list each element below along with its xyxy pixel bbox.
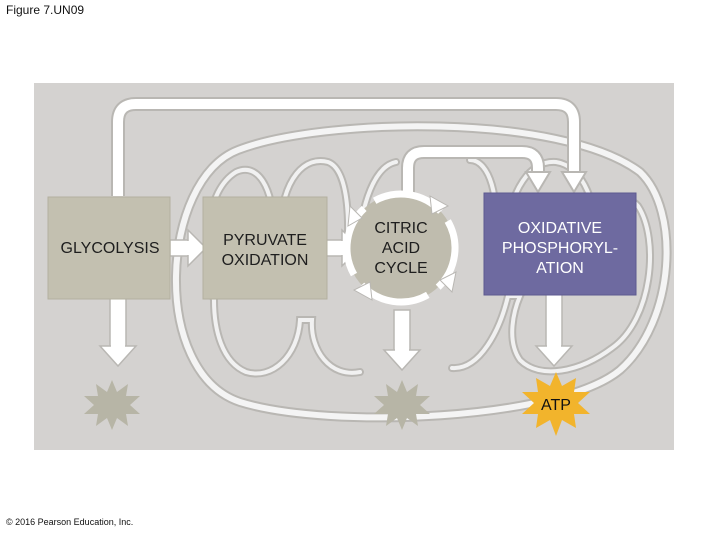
pyruvate-oxidation-box <box>202 196 328 300</box>
citric-acid-cycle <box>343 190 459 306</box>
electron-carrier-arrow-top <box>111 97 588 196</box>
oxidative-phosphorylation-label-line2: PHOSPHORYL- <box>502 240 618 257</box>
citric-acid-cycle-label-line3: CYCLE <box>374 260 427 277</box>
copyright-notice: © 2016 Pearson Education, Inc. <box>6 517 134 527</box>
pyruvate-oxidation-label-line1: PYRUVATE <box>223 232 307 249</box>
atp-burst <box>522 372 590 436</box>
glycolysis-box <box>47 196 171 300</box>
oxidative-phosphorylation-box <box>483 192 637 296</box>
electron-carrier-arrow-cycle <box>401 145 552 196</box>
citric-cycle-product-burst <box>374 380 430 430</box>
pyruvate-oxidation-label-line2: OXIDATION <box>222 252 309 269</box>
oxidative-phosphorylation-label-line3: ATION <box>536 260 584 277</box>
atp-label: ATP <box>541 397 571 414</box>
citric-cycle-output-arrow <box>382 309 422 372</box>
glycolysis-product-burst <box>84 380 140 430</box>
citric-acid-cycle-label-line2: ACID <box>382 240 420 257</box>
glycolysis-to-pyruvate-arrow <box>169 228 208 268</box>
mitochondrion-outline <box>171 121 672 423</box>
figure-label: Figure 7.UN09 <box>6 3 85 17</box>
glycolysis-label: GLYCOLYSIS <box>61 240 160 257</box>
citric-acid-cycle-label-line1: CITRIC <box>374 220 427 237</box>
oxphos-output-arrow <box>534 293 574 368</box>
oxidative-phosphorylation-label-line1: OXIDATIVE <box>518 220 602 237</box>
